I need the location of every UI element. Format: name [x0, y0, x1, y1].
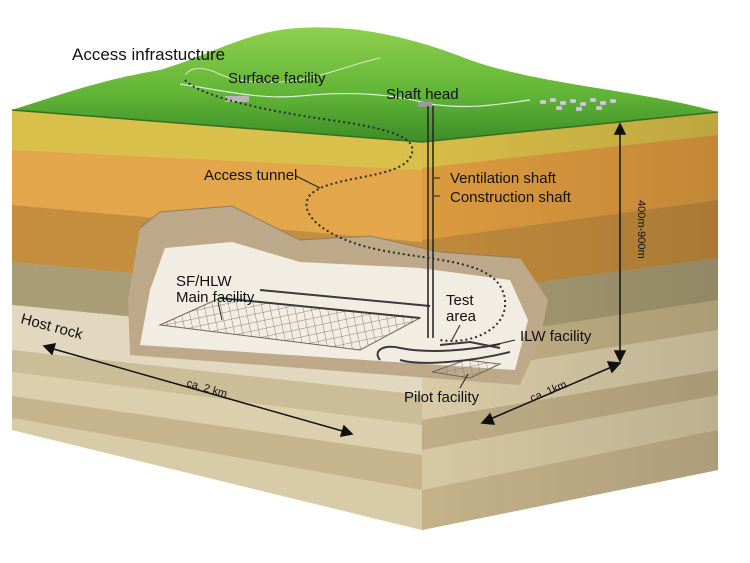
access-tunnel-path — [184, 79, 507, 342]
label-sf-hlw-line1: SF/HLW — [176, 273, 232, 290]
pilot-facility-grid — [431, 359, 502, 379]
label-ventilation-shaft: Ventilation shaft — [450, 170, 557, 187]
shafts — [427, 106, 434, 338]
right-face — [422, 112, 718, 530]
shaft-head-building — [418, 102, 432, 107]
village-icon — [539, 97, 617, 112]
surface-facility-building — [225, 96, 249, 102]
label-access-tunnel: Access tunnel — [204, 167, 297, 184]
label-access-infrastructure: Access infrastucture — [72, 45, 225, 64]
label-depth: 400m-900m — [635, 200, 647, 259]
label-sf-hlw-line2: Main facility — [176, 289, 255, 306]
label-ilw-facility: ILW facility — [520, 328, 592, 345]
label-test-area-line2: area — [446, 308, 477, 325]
labels: Access infrastucture Surface facility Sh… — [19, 45, 647, 406]
label-pilot-facility: Pilot facility — [404, 389, 480, 406]
label-construction-shaft: Construction shaft — [450, 189, 572, 206]
grass-surface — [11, 27, 719, 143]
dimension-arrows — [42, 122, 627, 437]
leader-lines — [217, 175, 516, 389]
label-shaft-head: Shaft head — [386, 86, 459, 103]
label-surface-facility: Surface facility — [228, 70, 326, 87]
main-facility-grid — [158, 289, 431, 351]
repository-cutaway — [128, 205, 548, 385]
label-test-area-line1: Test — [446, 292, 474, 309]
